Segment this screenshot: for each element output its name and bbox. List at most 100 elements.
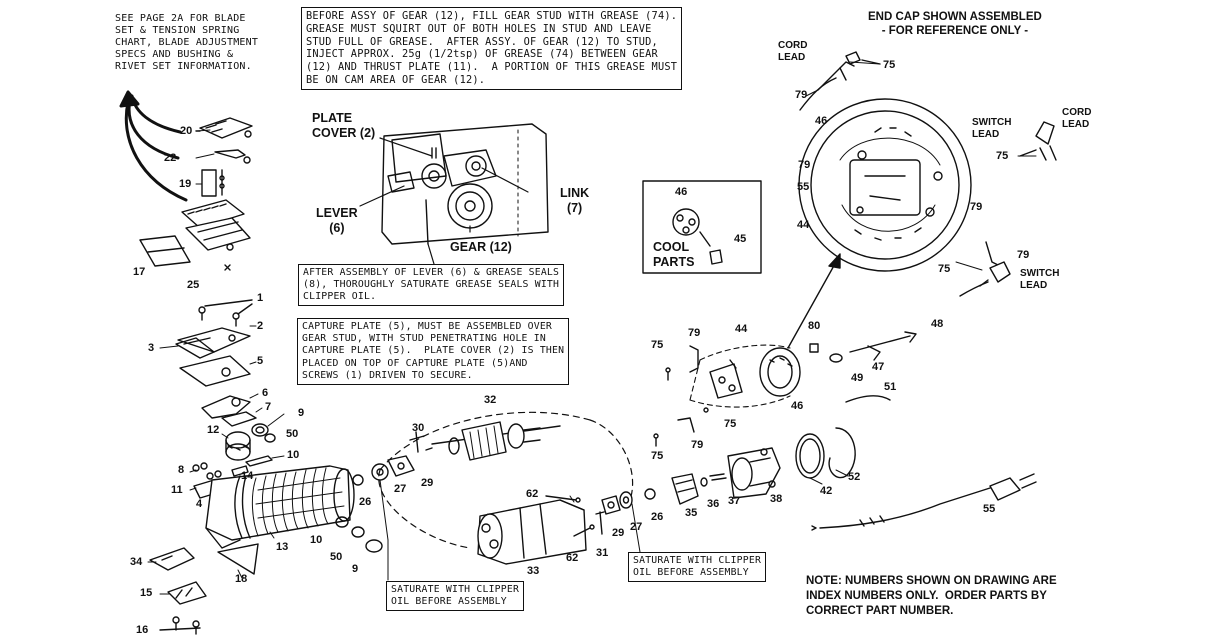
part-number: 47	[872, 361, 885, 373]
end-cap-arrow	[787, 253, 841, 349]
part-number: 79	[1017, 249, 1030, 261]
part-number: 29	[612, 527, 625, 539]
part-plate-3	[175, 337, 215, 359]
part-number: 2	[257, 320, 264, 332]
part-number: 52	[848, 471, 861, 483]
part-number: 48	[931, 318, 944, 330]
part-49	[829, 353, 843, 363]
part-number: 26	[651, 511, 664, 523]
part-screw-75-mid	[653, 367, 709, 447]
part-end-cap-46	[759, 347, 801, 397]
part-number: 80	[808, 320, 821, 332]
part-number: 25	[187, 279, 200, 291]
part-30	[409, 431, 433, 453]
part-15	[167, 581, 207, 605]
part-washers-lower	[335, 516, 383, 553]
part-blade-set	[181, 199, 251, 271]
part-number: 75	[938, 263, 951, 275]
part-number: 75	[651, 450, 664, 462]
part-number: 46	[791, 400, 804, 412]
part-number: 8	[178, 464, 185, 476]
part-number: 17	[133, 266, 146, 278]
part-number: 75	[724, 418, 737, 430]
part-number: 44	[797, 219, 810, 231]
part-80	[809, 343, 819, 353]
part-number: 9	[298, 407, 305, 419]
part-27-right	[619, 491, 633, 509]
label-switch-lead-bottom: SWITCH LEAD	[1020, 268, 1060, 291]
part-number: 42	[820, 485, 833, 497]
label-gear: GEAR (12)	[450, 240, 512, 254]
part-armature-32	[431, 421, 561, 461]
part-number: 55	[983, 503, 996, 515]
part-number: 18	[235, 573, 248, 585]
inset-leaders	[359, 137, 529, 265]
part-number: 9	[352, 563, 359, 575]
part-26-left	[352, 474, 364, 486]
part-number: 45	[734, 233, 747, 245]
part-housing-13	[205, 465, 355, 549]
part-number: 19	[179, 178, 192, 190]
part-blade-20	[195, 117, 253, 139]
part-18	[217, 543, 259, 575]
part-14	[231, 465, 249, 477]
part-number: 14	[241, 470, 254, 482]
part-spring-22	[214, 149, 251, 164]
index-numbers-note: NOTE: NUMBERS SHOWN ON DRAWING ARE INDEX…	[806, 575, 1057, 617]
part-number: 6	[262, 387, 269, 399]
cool-parts-box	[642, 180, 762, 274]
part-17	[139, 235, 191, 267]
dashed-end-cap-outline	[689, 344, 791, 408]
part-37	[709, 473, 727, 481]
grease-assembly-note: BEFORE ASSY OF GEAR (12), FILL GEAR STUD…	[301, 7, 683, 90]
dashed-assembly-outline	[378, 411, 634, 549]
part-housing-33	[477, 499, 587, 565]
part-number: 27	[630, 521, 643, 533]
label-cord-lead-right: CORD LEAD	[1062, 107, 1092, 130]
part-number: 51	[884, 381, 897, 393]
part-number: 46	[675, 186, 688, 198]
label-plate-cover: PLATE COVER (2)	[312, 111, 376, 140]
part-48	[849, 331, 917, 353]
part-47	[867, 345, 881, 361]
part-number: 44	[735, 323, 748, 335]
part-number: 79	[691, 439, 704, 451]
part-stator-38	[727, 447, 781, 499]
cord-lead-top	[799, 51, 881, 111]
part-wire-51	[845, 395, 891, 403]
part-bracket-79-low	[677, 417, 695, 433]
part-fan-35	[671, 473, 699, 505]
part-number: 55	[797, 181, 810, 193]
part-50-top	[264, 433, 276, 443]
capture-plate-note: CAPTURE PLATE (5), MUST BE ASSEMBLED OVE…	[297, 318, 570, 386]
part-ring-42	[795, 433, 825, 479]
switch-lead-bottom	[959, 241, 1011, 297]
end-cap-heading: END CAP SHOWN ASSEMBLED - FOR REFERENCE …	[868, 11, 1042, 37]
part-bracket-79-mid	[689, 345, 699, 373]
blade-reference-note: SEE PAGE 2A FOR BLADE SET & TENSION SPRI…	[115, 13, 259, 72]
part-number: 7	[265, 401, 272, 413]
lever-grease-note: AFTER ASSEMBLY OF LEVER (6) & GREASE SEA…	[298, 264, 565, 306]
part-leaders	[147, 61, 1037, 595]
part-number: 12	[207, 424, 220, 436]
gear-inset-drawing	[381, 123, 549, 245]
label-lever: LEVER (6)	[316, 206, 358, 235]
label-switch-lead-top: SWITCH LEAD	[972, 117, 1012, 140]
part-number: 62	[526, 488, 539, 500]
part-number: 11	[171, 484, 183, 496]
switch-lead-right	[1019, 121, 1057, 161]
part-number: 20	[180, 125, 193, 137]
part-31	[595, 511, 605, 535]
part-number: 37	[728, 495, 741, 507]
part-lever-6	[201, 395, 251, 419]
part-number: 33	[527, 565, 540, 577]
part-number: 22	[164, 152, 177, 164]
part-number: 10	[287, 449, 300, 461]
part-screws-62	[545, 495, 595, 537]
part-number: 38	[770, 493, 783, 505]
part-number: 62	[566, 552, 579, 564]
part-number: 10	[310, 534, 323, 546]
part-number: 50	[330, 551, 343, 563]
part-number: 15	[140, 587, 153, 599]
part-number: 30	[412, 422, 425, 434]
